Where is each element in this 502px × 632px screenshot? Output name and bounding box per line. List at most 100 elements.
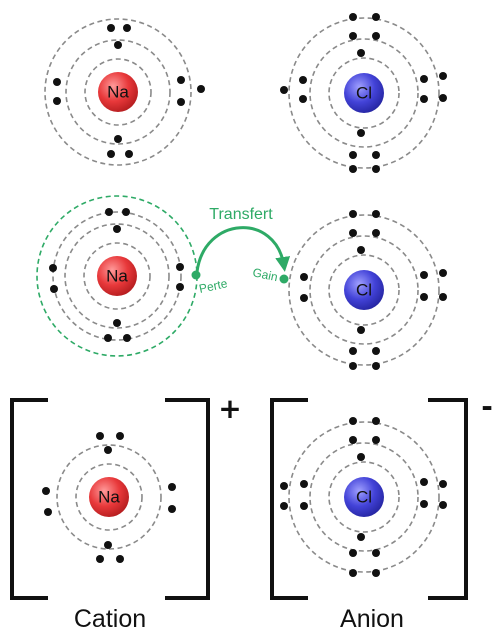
electron — [168, 505, 176, 513]
shell-1 — [84, 58, 152, 126]
electron — [50, 285, 58, 293]
electron — [53, 97, 61, 105]
electron — [357, 129, 365, 137]
electron — [349, 417, 357, 425]
shell-1 — [328, 254, 400, 326]
electron — [372, 229, 380, 237]
electrons — [53, 24, 205, 158]
chlorine-nucleus — [344, 477, 384, 517]
shell-3 — [288, 421, 440, 573]
electron — [104, 334, 112, 342]
electrons — [280, 417, 447, 577]
anion-charge: - — [481, 390, 493, 423]
electrons — [42, 432, 176, 563]
electron — [105, 208, 113, 216]
electron — [280, 502, 288, 510]
electron — [372, 436, 380, 444]
chlorine-nucleus — [344, 270, 384, 310]
shell-3 — [52, 211, 182, 341]
electron — [420, 478, 428, 486]
electron — [420, 75, 428, 83]
electron — [300, 294, 308, 302]
electron — [349, 347, 357, 355]
shell-2 — [65, 39, 171, 145]
sodium-symbol: Na — [107, 83, 129, 102]
sodium-nucleus — [98, 72, 138, 112]
electron — [349, 362, 357, 370]
right-bracket — [428, 398, 468, 600]
chlorine-nucleus — [344, 73, 384, 113]
electron — [113, 319, 121, 327]
shell-3 — [288, 17, 440, 169]
cation-group: + Na Cation — [10, 392, 242, 632]
electron — [107, 150, 115, 158]
electron — [107, 24, 115, 32]
left-bracket — [10, 398, 48, 600]
electron — [420, 271, 428, 279]
electron — [104, 541, 112, 549]
gain-label: Gain — [251, 265, 279, 284]
sodium-ion: Na — [42, 432, 176, 563]
electron — [420, 293, 428, 301]
electron — [116, 432, 124, 440]
chloride-ion: Cl — [280, 417, 447, 577]
shell-1 — [83, 242, 151, 310]
electron — [300, 480, 308, 488]
loss-label: Perte — [198, 276, 229, 296]
electron — [122, 208, 130, 216]
electron — [357, 533, 365, 541]
shell-2 — [309, 442, 419, 552]
shell-1 — [75, 463, 143, 531]
sodium-symbol: Na — [106, 267, 128, 286]
electron — [176, 263, 184, 271]
electron — [439, 72, 447, 80]
right-bracket — [165, 398, 210, 600]
chlorine-atom-transfer: Cl — [280, 210, 447, 370]
cation-caption: Cation — [74, 605, 146, 632]
electron — [104, 446, 112, 454]
electron — [372, 151, 380, 159]
electron — [439, 480, 447, 488]
electron — [372, 417, 380, 425]
shell-2 — [309, 38, 419, 148]
electron — [349, 436, 357, 444]
electron — [349, 549, 357, 557]
electron — [372, 347, 380, 355]
anion-caption: Anion — [340, 605, 404, 632]
electron-transfer: Transfert Perte Gain — [191, 206, 291, 296]
electron — [197, 85, 205, 93]
electron — [123, 334, 131, 342]
chlorine-symbol: Cl — [356, 84, 372, 103]
electron — [42, 487, 50, 495]
sodium-symbol: Na — [98, 488, 120, 507]
electron — [349, 32, 357, 40]
electron — [357, 246, 365, 254]
shell-1 — [328, 461, 400, 533]
electron — [53, 78, 61, 86]
electron — [349, 569, 357, 577]
electron — [372, 210, 380, 218]
electron — [177, 76, 185, 84]
electron — [420, 95, 428, 103]
electron — [116, 555, 124, 563]
electron — [280, 482, 288, 490]
electron — [349, 229, 357, 237]
shell-2 — [56, 444, 162, 550]
anion-group: - Cl — [270, 390, 493, 632]
electron — [125, 150, 133, 158]
sodium-atom-transfer: Na — [36, 195, 198, 357]
electron — [114, 135, 122, 143]
electron — [439, 269, 447, 277]
electron — [357, 49, 365, 57]
electron — [439, 501, 447, 509]
electron — [299, 76, 307, 84]
gained-electron-dot — [279, 274, 289, 284]
electron — [357, 326, 365, 334]
chlorine-symbol: Cl — [356, 281, 372, 300]
shell-1 — [328, 57, 400, 129]
electron — [96, 555, 104, 563]
electron — [168, 483, 176, 491]
cation-charge: + — [218, 392, 241, 425]
shell-3 — [44, 18, 192, 166]
